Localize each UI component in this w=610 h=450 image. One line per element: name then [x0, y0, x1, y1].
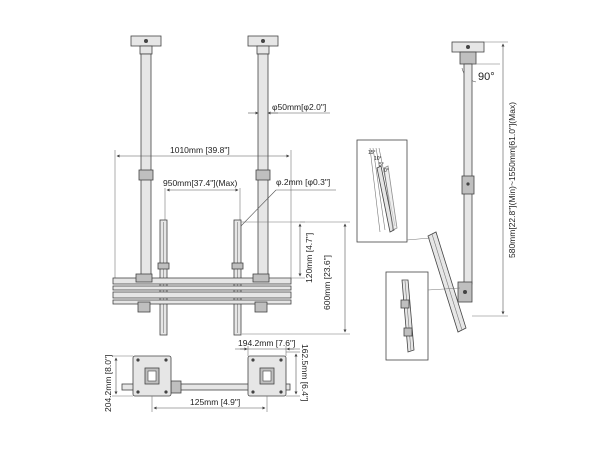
bracket-offset-label: 162.5mm [6.4"]	[300, 344, 310, 401]
ceiling-plate-right	[247, 35, 279, 55]
bracket-width-dimension: 194.2mm [7.6"]	[235, 338, 300, 356]
detail-angle-2: 10°	[374, 156, 382, 162]
front-view: φ50mm[φ2.0"] 1010mm [39.8"] 950mm[37.4"]…	[112, 35, 350, 336]
pole-right	[255, 53, 271, 280]
bracket-height-dimension: 204.2mm [8.0"]	[103, 355, 133, 412]
bracket-plate-right	[247, 355, 287, 397]
max-width-label: 950mm[37.4"](Max)	[163, 178, 238, 188]
pole-length-dimension: 580mm[22.8"](Min)~1550mm[61.0"](Max)	[472, 41, 517, 317]
adapter-bar-left	[157, 219, 170, 336]
bracket-height-label: 204.2mm [8.0"]	[103, 355, 113, 412]
tilt-angle-label: 90°	[478, 71, 495, 83]
mounting-rails	[112, 273, 292, 313]
bottom-view: 194.2mm [7.6"] 204.2mm [8.0"] 162.5mm [6…	[103, 338, 310, 412]
ceiling-plate-left	[130, 35, 162, 55]
detail-angle-1: 15°	[368, 150, 376, 156]
bracket-spacing-label: 125mm [4.9"]	[190, 397, 240, 407]
bracket-plate-left	[132, 355, 172, 397]
total-width-dimension: 1010mm [39.8"]	[114, 145, 292, 280]
hole-diameter-label: φ.2mm [φ0.3"]	[276, 177, 330, 187]
max-width-dimension: 950mm[37.4"](Max)	[163, 178, 241, 220]
hole-diameter-callout: φ.2mm [φ0.3"]	[238, 177, 336, 229]
pole-diameter-callout: φ50mm[φ2.0"]	[248, 102, 330, 115]
detail-angle-3: 5°	[379, 162, 384, 168]
adapter-height-label: 120mm [4.7"]	[304, 233, 314, 283]
bar-height-dimension: 600mm [23.6"]	[242, 221, 350, 335]
pole-diameter-label: φ50mm[φ2.0"]	[272, 102, 326, 112]
total-width-label: 1010mm [39.8"]	[170, 145, 230, 155]
bar-height-label: 600mm [23.6"]	[322, 255, 332, 310]
adapter-height-dimension: 120mm [4.7"]	[241, 221, 314, 283]
panel-detail-box	[385, 271, 461, 361]
side-view: 90° 580mm[22.8"](Min)~1550mm[61.0"](Max)	[427, 41, 517, 333]
pole-length-label: 580mm[22.8"](Min)~1550mm[61.0"](Max)	[507, 102, 517, 258]
detail-angle-4: 0°	[384, 168, 389, 174]
adapter-bar-right	[231, 219, 244, 336]
bracket-spacing-dimension: 125mm [4.9"]	[151, 396, 268, 412]
bracket-width-label: 194.2mm [7.6"]	[238, 338, 295, 348]
tilt-detail-box: 15° 10° 5° 0°	[356, 139, 431, 243]
pole-left	[138, 53, 154, 280]
bracket-offset-dimension: 162.5mm [6.4"]	[286, 344, 310, 401]
